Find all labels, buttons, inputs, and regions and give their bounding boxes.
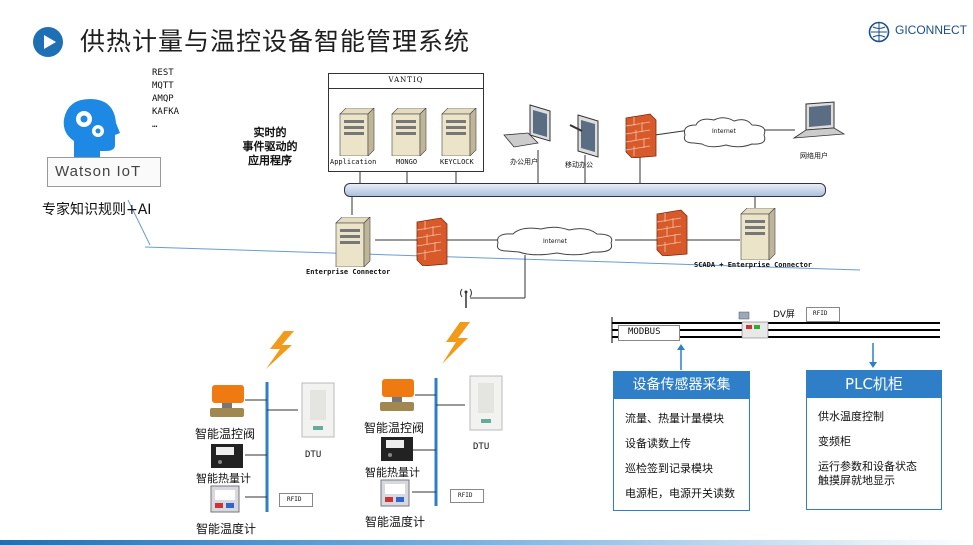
protocol-item: MQTT bbox=[152, 81, 174, 91]
watson-caption: 专家知识规则+AI bbox=[42, 202, 152, 218]
field-mid-meter-label: 智能热量计 bbox=[365, 466, 420, 479]
plc-item: 变频柜 bbox=[818, 435, 851, 448]
sensor-item: 设备读数上传 bbox=[625, 437, 691, 450]
plc-item: 供水温度控制 bbox=[818, 410, 884, 423]
server-label-keyclock: KEYCLOCK bbox=[440, 158, 474, 166]
desktop-icon bbox=[502, 103, 554, 157]
antenna-icon bbox=[458, 286, 474, 312]
client-label-web: 网络用户 bbox=[800, 152, 828, 160]
event-app-line: 应用程序 bbox=[248, 154, 292, 167]
protocol-item: KAFKA bbox=[152, 107, 180, 117]
sensor-panel-title: 设备传感器采集 bbox=[613, 371, 750, 399]
field-mid-thermometer-label: 智能温度计 bbox=[365, 515, 426, 529]
thermometer-icon bbox=[380, 479, 410, 511]
internet-label: Internet bbox=[712, 128, 736, 135]
field-left-thermometer-label: 智能温度计 bbox=[196, 522, 257, 536]
head-gears-icon bbox=[60, 97, 122, 165]
field-left-valve-label: 智能温控阀 bbox=[195, 427, 256, 441]
enterprise-connector-label: Enterprise Connector bbox=[306, 268, 391, 276]
valve-icon bbox=[208, 383, 250, 423]
valve-icon bbox=[378, 377, 420, 417]
footer-rule bbox=[0, 540, 973, 545]
modbus-label: MODBUS bbox=[628, 327, 661, 337]
dv-screen-label: DV屏 bbox=[773, 310, 795, 320]
server-icon bbox=[436, 107, 478, 160]
lightning-icon bbox=[262, 331, 298, 373]
server-icon bbox=[334, 107, 376, 160]
field-left-dtu-label: DTU bbox=[305, 450, 322, 460]
page-title: 供热计量与温控设备智能管理系统 bbox=[80, 27, 471, 56]
event-app-line: 实时的 bbox=[253, 126, 287, 139]
header-play-icon bbox=[33, 27, 63, 57]
server-label-application: Application bbox=[330, 158, 377, 166]
internet-label: Internet bbox=[543, 238, 567, 245]
plc-item: 触摸屏就地显示 bbox=[818, 474, 895, 487]
watson-label: Watson IoT bbox=[55, 163, 142, 180]
plc-panel-title: PLC机柜 bbox=[806, 370, 942, 398]
protocol-list: REST MQTT AMQP KAFKA … bbox=[152, 67, 179, 132]
brand-logo-icon bbox=[868, 21, 890, 47]
brand-name: GICONNECT bbox=[895, 23, 967, 37]
protocol-item: AMQP bbox=[152, 94, 174, 104]
sensor-item: 电源柜，电源开关读数 bbox=[625, 487, 735, 500]
server-label-mongo: MONGO bbox=[396, 158, 418, 166]
thermometer-icon bbox=[210, 485, 240, 517]
protocol-item: REST bbox=[152, 68, 174, 78]
field-mid-rfid-label: RFID bbox=[458, 492, 473, 499]
event-app-text: 实时的 事件驱动的 应用程序 bbox=[230, 126, 310, 168]
network-bus-bar bbox=[344, 183, 826, 197]
protocol-item: … bbox=[152, 120, 158, 130]
internet-cloud-icon bbox=[680, 115, 770, 153]
dtu-icon bbox=[298, 382, 338, 442]
dv-screen-icon bbox=[738, 310, 772, 346]
sensor-item: 流量、热量计量模块 bbox=[625, 412, 724, 425]
lightning-icon bbox=[438, 322, 474, 368]
field-mid-dtu-label: DTU bbox=[473, 442, 490, 452]
field-left-meter-label: 智能热量计 bbox=[196, 472, 251, 485]
bus-rfid-box bbox=[806, 307, 840, 322]
client-label-mobile: 移动办公 bbox=[565, 161, 593, 169]
laptop-icon bbox=[790, 100, 846, 150]
field-left-rfid-label: RFID bbox=[287, 496, 302, 503]
tablet-icon bbox=[568, 113, 602, 163]
server-icon bbox=[330, 216, 372, 271]
internet-cloud-icon bbox=[493, 225, 618, 261]
firewall-icon bbox=[415, 216, 449, 270]
scada-connector-label: SCADA + Enterprise Connector bbox=[694, 261, 813, 269]
server-icon bbox=[386, 107, 428, 160]
field-left-rfid-box bbox=[279, 493, 313, 507]
plc-item: 运行参数和设备状态 bbox=[818, 460, 917, 473]
dtu-icon bbox=[466, 375, 506, 435]
server-icon bbox=[735, 207, 777, 264]
field-mid-valve-label: 智能温控阀 bbox=[364, 421, 425, 435]
firewall-icon bbox=[655, 208, 689, 260]
modbus-box bbox=[618, 325, 680, 341]
vantiq-title: VANTIQ bbox=[388, 76, 424, 84]
bus-rfid-label: RFID bbox=[813, 310, 828, 317]
vantiq-divider bbox=[329, 88, 483, 89]
client-label-office: 办公用户 bbox=[510, 158, 538, 166]
firewall-icon bbox=[624, 112, 658, 162]
sensor-item: 巡检签到记录模块 bbox=[625, 462, 713, 475]
watson-label-box bbox=[47, 157, 161, 187]
heat-meter-icon bbox=[210, 443, 244, 473]
event-app-line: 事件驱动的 bbox=[242, 140, 298, 153]
heat-meter-icon bbox=[380, 436, 414, 466]
field-mid-rfid-box bbox=[450, 489, 484, 503]
